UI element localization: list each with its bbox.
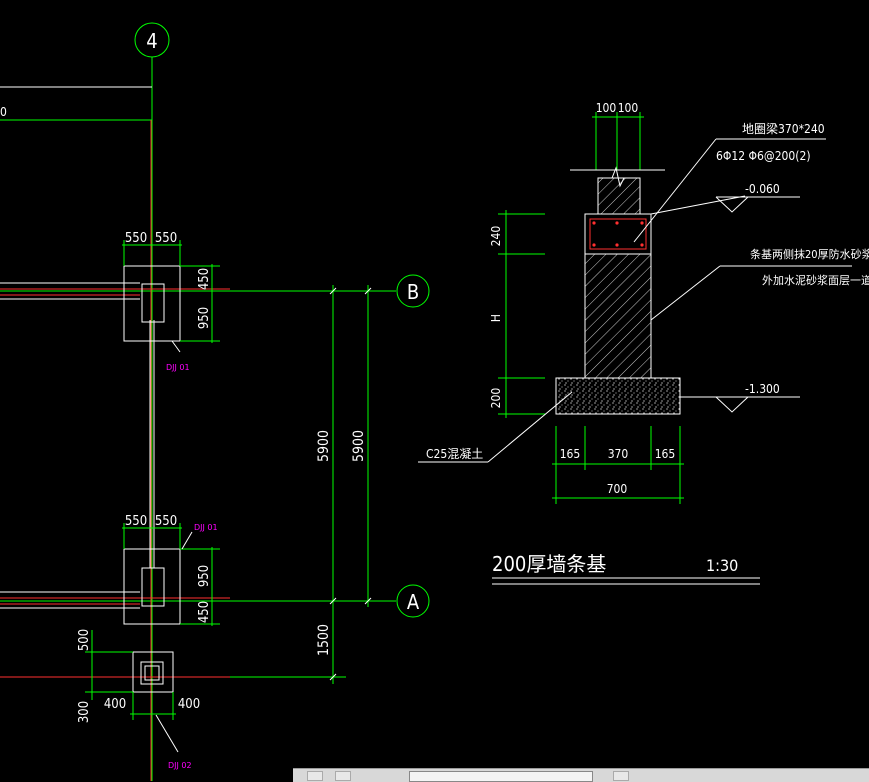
grid-axis-B: B [0,274,430,308]
dj02-dim-400-right: 400 [178,697,200,712]
level-bottom: -1.300 [745,382,780,396]
span-dimensions: 5900 5900 1500 [316,285,372,684]
wall-lines [0,120,230,781]
footing-djj01-upper[interactable]: 550 550 450 950 DJJ 01 [122,231,220,372]
ring-beam-label-1: 地圈梁370*240 [742,121,825,136]
dj01l-width-left: 550 [125,514,147,529]
section-h-240: 240 [489,226,503,247]
footing-djj02[interactable]: 500 300 400 400 DJJ 02 [77,629,200,770]
dj01u-tag: DJJ 01 [166,363,190,372]
width-370: 370 [608,447,629,461]
section-top-dim-right: 100 [618,101,639,115]
dj02-dim-300: 300 [77,701,92,723]
level-top: -0.060 [745,182,780,196]
section-title: 200厚墙条基 1:30 [492,552,760,585]
scroll-left-button[interactable] [307,771,323,781]
dj01u-dim-450: 450 [197,268,212,290]
dj01u-dim-950: 950 [197,307,212,329]
dj02-tag: DJJ 02 [168,761,192,770]
offset-1500: 1500 [316,624,332,656]
dj02-dim-400-left: 400 [104,697,126,712]
dj01l-dim-950: 950 [197,565,212,587]
horizontal-scrollbar[interactable] [293,768,869,782]
width-700: 700 [607,482,628,496]
waterproof-label-2: 外加水泥砂浆面层一道 [762,273,869,287]
left-clip-dim: 0 [0,105,7,119]
width-165-right: 165 [655,447,676,461]
span-5900-left: 5900 [316,430,332,462]
waterproof-label-1: 条基两侧抹20厚防水砂浆 [750,247,869,261]
ring-beam-label-2: 6Φ12 Φ6@200(2) [716,149,811,163]
width-165-left: 165 [560,447,581,461]
section-title-name: 200厚墙条基 [492,552,606,576]
section-title-scale: 1:30 [706,556,738,575]
scroll-right-button[interactable] [613,771,629,781]
concrete-label: C25混凝土 [426,446,483,461]
dj01u-width-right: 550 [155,231,177,246]
scrollbar-thumb[interactable] [409,771,593,782]
top-dimension-lines: 0 [0,86,152,121]
dj01u-width-left: 550 [125,231,147,246]
span-5900-right: 5900 [351,430,367,462]
grid-axis-4: 4 [134,22,170,781]
strip-footing-section: 100 100 240 H 200 地圈梁370*240 6Φ12 Φ6@200… [418,101,869,504]
scroll-left-button-2[interactable] [335,771,351,781]
axis-A-label: A [407,590,420,614]
dj01l-width-right: 550 [155,514,177,529]
section-top-dim-left: 100 [596,101,617,115]
section-h-200: 200 [489,388,503,409]
section-h-H: H [489,314,503,322]
footing-djj01-lower[interactable]: 550 550 950 450 DJJ 01 [122,514,220,626]
axis-4-label: 4 [146,29,157,53]
axis-B-label: B [407,280,419,304]
dj01l-dim-450: 450 [197,601,212,623]
dj02-dim-500: 500 [77,629,92,651]
dj01l-tag: DJJ 01 [194,523,218,532]
grid-axis-A: A [0,584,430,618]
